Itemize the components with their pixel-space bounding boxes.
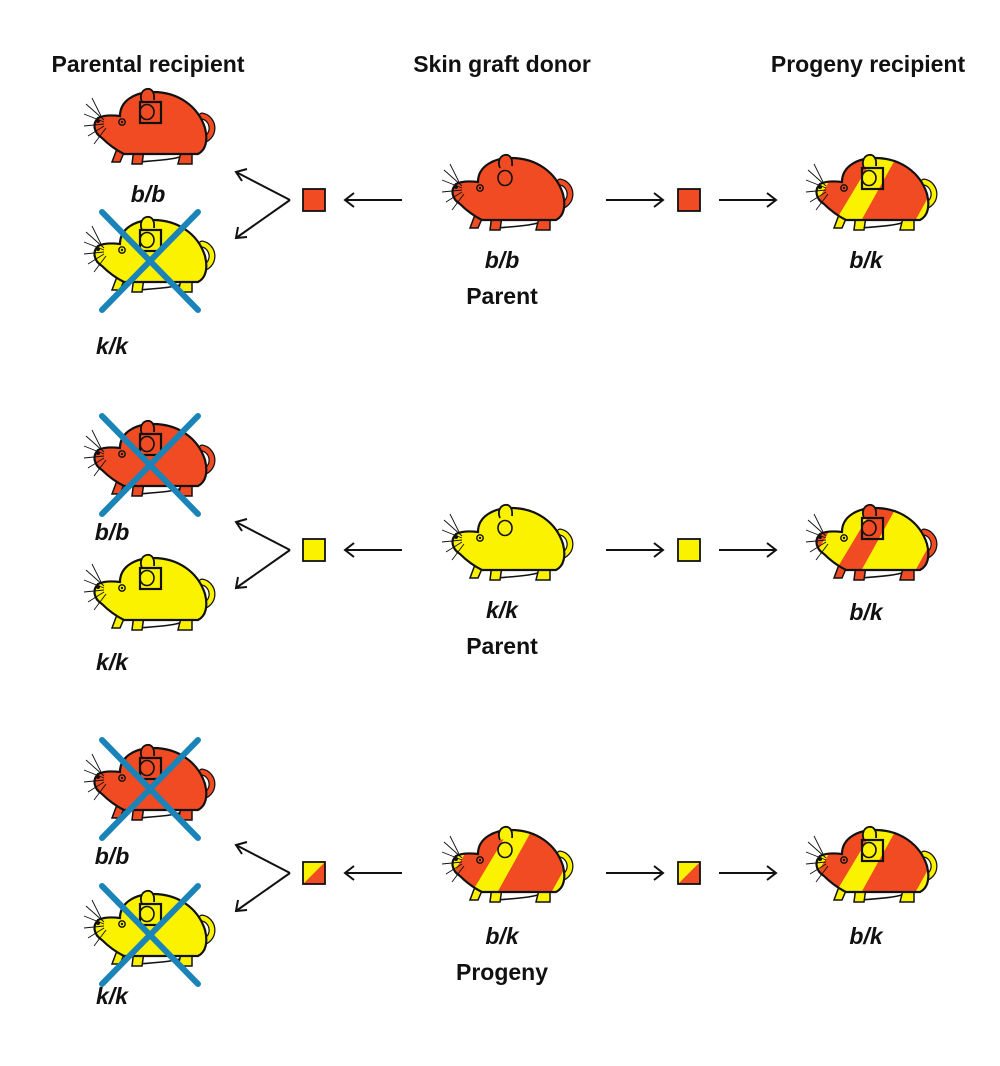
donor-role: Parent [466,633,538,659]
parental-recipient-mouse [83,744,216,821]
parental-recipient-genotype: b/b [95,519,130,545]
donor-role: Parent [466,283,538,309]
row-1: b/b k/k b/b [83,88,938,359]
progeny-recipient-genotype: b/k [849,247,883,273]
arrow-right [606,192,665,208]
progeny-recipient-genotype: b/k [849,923,883,949]
arrow-right [606,865,665,881]
graft-square [677,188,701,212]
graft-square [677,538,701,562]
donor-mouse [441,154,574,231]
progeny-recipient-mouse [805,154,938,231]
branch-arrows [234,168,291,240]
graft-square [302,861,326,885]
branch-arrows [234,518,291,590]
donor-mouse [441,826,574,903]
arrow-left [343,542,402,558]
parental-recipient-mouse [83,216,216,293]
parental-recipient-genotype: k/k [96,983,129,1009]
header-parental-recipient: Parental recipient [51,51,244,77]
arrow-right [606,542,665,558]
parental-recipient-mouse [83,420,216,497]
header-skin-graft-donor: Skin graft donor [413,51,591,77]
header-progeny-recipient: Progeny recipient [771,51,966,77]
parental-recipient-mouse [83,890,216,967]
arrow-right [719,192,778,208]
row-2: b/b k/k k/k Parent [83,413,938,675]
rejection-cross-icon [99,413,201,517]
parental-recipient-genotype: k/k [96,649,129,675]
graft-square [302,188,326,212]
graft-square [302,538,326,562]
row-3: b/b k/k [83,737,938,1009]
arrow-right [719,542,778,558]
donor-genotype: b/b [485,247,520,273]
rejection-cross-icon [99,209,201,313]
donor-mouse [441,504,574,581]
parental-recipient-genotype: b/b [95,843,130,869]
donor-genotype: b/k [485,923,519,949]
rejection-cross-icon [99,737,201,841]
donor-genotype: k/k [486,597,519,623]
arrow-right [719,865,778,881]
parental-recipient-genotype: b/b [131,181,166,207]
branch-arrows [234,841,291,913]
parental-recipient-mouse [83,88,216,165]
progeny-recipient-mouse [805,826,938,903]
donor-role: Progeny [456,959,548,985]
progeny-recipient-genotype: b/k [849,599,883,625]
parental-recipient-mouse [83,554,216,631]
parental-recipient-genotype: k/k [96,333,129,359]
progeny-recipient-mouse [805,504,938,581]
rejection-cross-icon [99,883,201,987]
arrow-left [343,865,402,881]
arrow-left [343,192,402,208]
graft-square [677,861,701,885]
